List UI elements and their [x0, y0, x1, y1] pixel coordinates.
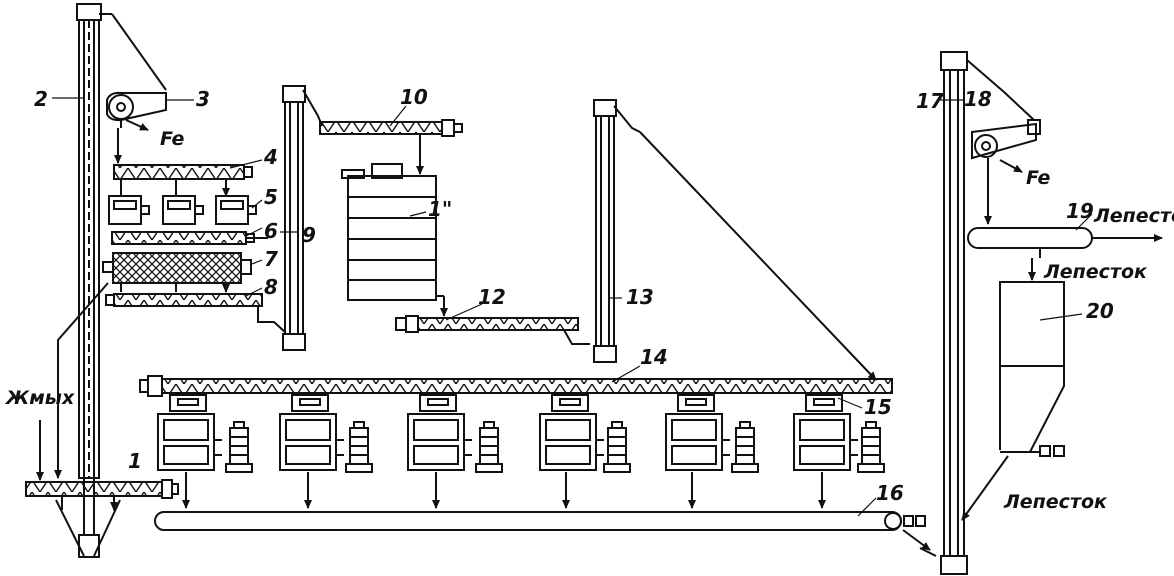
label-5: 5 [264, 185, 278, 209]
label-10: 10 [400, 85, 428, 109]
magnetic-separator-3 [106, 91, 167, 164]
label-fe-right: Fe [1026, 167, 1051, 189]
screw-conveyor-1 [25, 420, 179, 510]
press-unit [539, 394, 631, 509]
screw-conveyor-8 [105, 293, 286, 333]
label-4: 4 [263, 145, 278, 169]
label-8: 8 [264, 275, 278, 299]
elevator-9 [282, 85, 323, 351]
label-lepestok-bottom: Лепесток [1003, 491, 1108, 513]
leader-lines [52, 97, 1093, 517]
screw-conveyor-14 [139, 375, 893, 397]
label-12: 12 [478, 285, 506, 309]
press-unit [407, 394, 503, 509]
mill-units-5 [108, 195, 257, 225]
label-17: 17 [916, 89, 944, 113]
press-unit-7 [54, 252, 252, 479]
labels: 2 3 Fe 4 5 6 7 8 9 10 1" 12 13 14 15 16 … [4, 85, 1174, 513]
label-2: 2 [34, 87, 48, 111]
elevator-13 [593, 99, 877, 381]
magnetic-separator-18 [971, 119, 1041, 225]
label-lepestok-top: Лепесток [1093, 205, 1174, 227]
label-lepestok-mid: Лепесток [1043, 261, 1148, 283]
label-19: 19 [1066, 199, 1094, 223]
label-1: 1 [128, 449, 142, 473]
hopper-20 [961, 281, 1065, 521]
label-13: 13 [626, 285, 654, 309]
screw-conveyor-6 [111, 231, 268, 245]
label-zhmykh: Жмых [4, 387, 75, 409]
pipe-conveyor-16 [154, 511, 931, 551]
label-7: 7 [264, 247, 278, 271]
label-14: 14 [640, 345, 668, 369]
press-unit [665, 394, 759, 509]
tank-11 [341, 163, 448, 317]
label-9: 9 [302, 223, 316, 247]
label-fe-left: Fe [160, 128, 185, 150]
label-3: 3 [196, 87, 210, 111]
presses-15 [157, 394, 885, 509]
screw-conveyor-12 [395, 315, 590, 345]
label-15: 15 [864, 395, 892, 419]
label-11: 1" [428, 197, 452, 221]
elevator-17 [919, 51, 1035, 575]
press-unit [279, 394, 373, 509]
press-unit [157, 394, 253, 509]
label-16: 16 [876, 481, 904, 505]
pipe-conveyor-19 [967, 227, 1163, 281]
screw-conveyor-10 [319, 119, 463, 175]
label-18: 18 [964, 87, 992, 111]
label-20: 20 [1086, 299, 1114, 323]
screw-conveyor-4 [113, 164, 253, 196]
label-6: 6 [264, 219, 278, 243]
press-unit [793, 394, 885, 509]
